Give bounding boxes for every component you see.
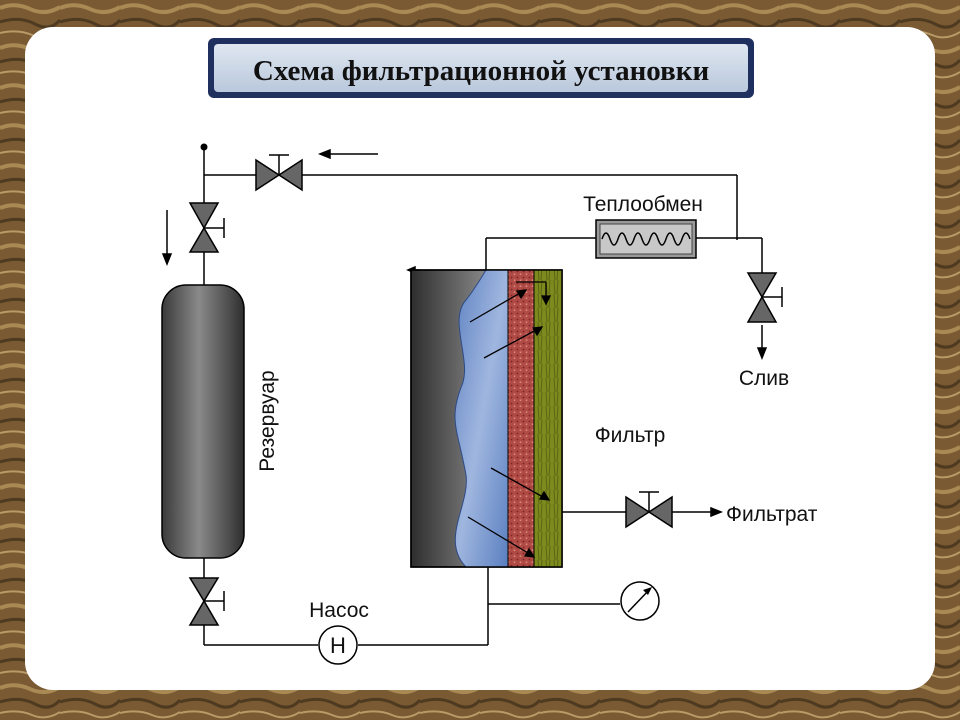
- valve-filtrate[interactable]: [625, 491, 673, 529]
- pressure-gauge-icon: [620, 581, 660, 621]
- heat-exchanger: [595, 219, 697, 259]
- page-title: Схема фильтрационной установки: [253, 55, 709, 87]
- reservoir-label: Резервуар: [256, 370, 279, 471]
- pipelines: [203, 148, 763, 646]
- reservoir-tank: [161, 284, 245, 559]
- vent-point: [200, 143, 208, 151]
- filter-unit: [410, 269, 563, 568]
- pump: [318, 625, 358, 665]
- drain-label: Слив: [739, 367, 789, 390]
- pump-symbol: Н: [330, 633, 346, 658]
- valve-drain[interactable]: [746, 272, 783, 323]
- valve-reservoir-outlet[interactable]: [188, 577, 225, 626]
- valve-top-horizontal[interactable]: [255, 154, 303, 192]
- pump-label: Насос: [309, 599, 369, 622]
- filter-label: Фильтр: [595, 424, 666, 447]
- filtrate-label: Фильтрат: [726, 503, 818, 526]
- heat-exchanger-label: Теплообмен: [583, 193, 703, 216]
- title-box: [208, 38, 754, 98]
- valve-reservoir-inlet[interactable]: [188, 202, 225, 253]
